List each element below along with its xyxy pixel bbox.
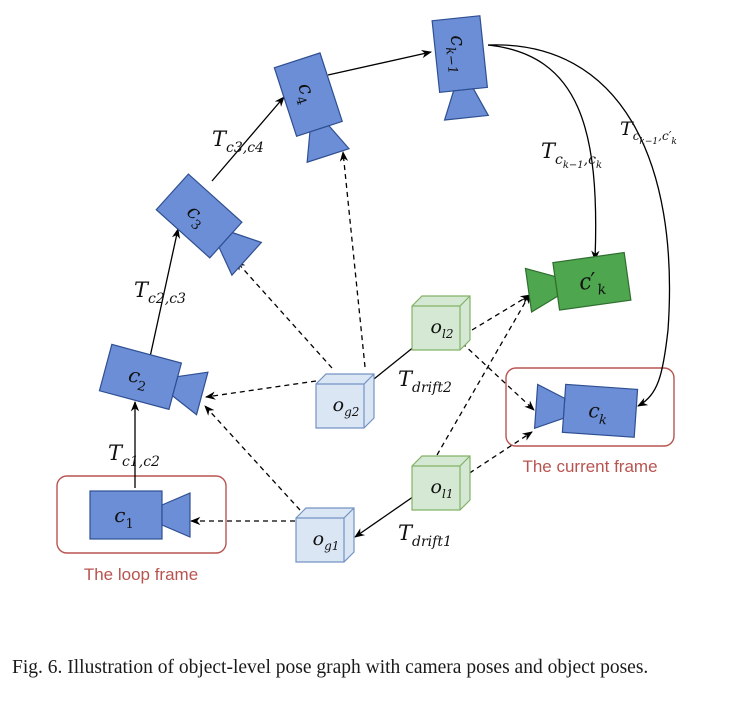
camera-c3: c3 [155,173,263,277]
svg-text:c1: c1 [114,503,133,532]
camera-c2: c2 [98,343,209,416]
label-t-ck1ck: Tck−1,ck [541,139,602,171]
camera-ck: ck [533,383,639,438]
obs-ol2-ckp [471,294,531,331]
object-cube-og2: og2 [315,373,375,429]
label-t-drift1: Tdrift1 [398,521,452,550]
edge-c4-ck1 [327,49,433,76]
svg-text:og1: og1 [313,528,340,553]
edge-ck1-ck [487,44,671,407]
obs-og2-c3 [235,260,333,369]
camera-c1: c1 [89,490,191,540]
label-t-c1c2: Tc1,c2 [108,441,160,470]
camera-ck-prime: c′k [524,251,632,314]
obs-ol1-ckp [436,293,531,456]
svg-text:og2: og2 [333,394,360,419]
current-frame-box [505,367,675,447]
loop-frame-label: The loop frame [84,565,198,584]
edge-c2-c3 [149,227,181,358]
edge-c3-c4 [211,96,285,182]
label-t-c3c4: Tc3,c4 [212,127,264,156]
object-cube-ol2: ol2 [411,295,471,351]
svg-text:c2: c2 [125,362,151,395]
svg-text:ol2: ol2 [431,316,454,341]
label-t-c2c3: Tc2,c3 [134,278,186,307]
obs-og1-c2 [204,405,301,511]
camera-ck-minus-1: ck−1 [431,15,490,121]
current-frame-label: The current frame [522,457,657,476]
obs-ol1-ck [461,431,533,479]
obs-og2-c2 [204,380,317,400]
label-t-drift2: Tdrift2 [398,367,452,396]
loop-frame-box [56,475,227,554]
svg-text:c′k: c′k [577,268,607,301]
label-t-ck1ckp: Tck−1,c′k [620,118,677,147]
svg-text:ol1: ol1 [431,476,454,501]
obs-og2-c4 [339,150,366,368]
camera-c4: c4 [273,52,351,164]
svg-text:ck: ck [587,398,608,428]
edge-ck1-ckp [487,44,600,262]
figure-caption: Fig. 6. Illustration of object-level pos… [12,657,649,678]
svg-text:ck−1: ck−1 [441,34,474,75]
object-cube-og1: og1 [295,507,355,563]
object-cube-ol1: ol1 [411,455,471,511]
pose-graph-diagram: The loop frame The current frame c1 c2 c… [56,15,677,584]
edge-ol1-og1 [354,491,421,538]
obs-ol2-ck [461,342,535,411]
